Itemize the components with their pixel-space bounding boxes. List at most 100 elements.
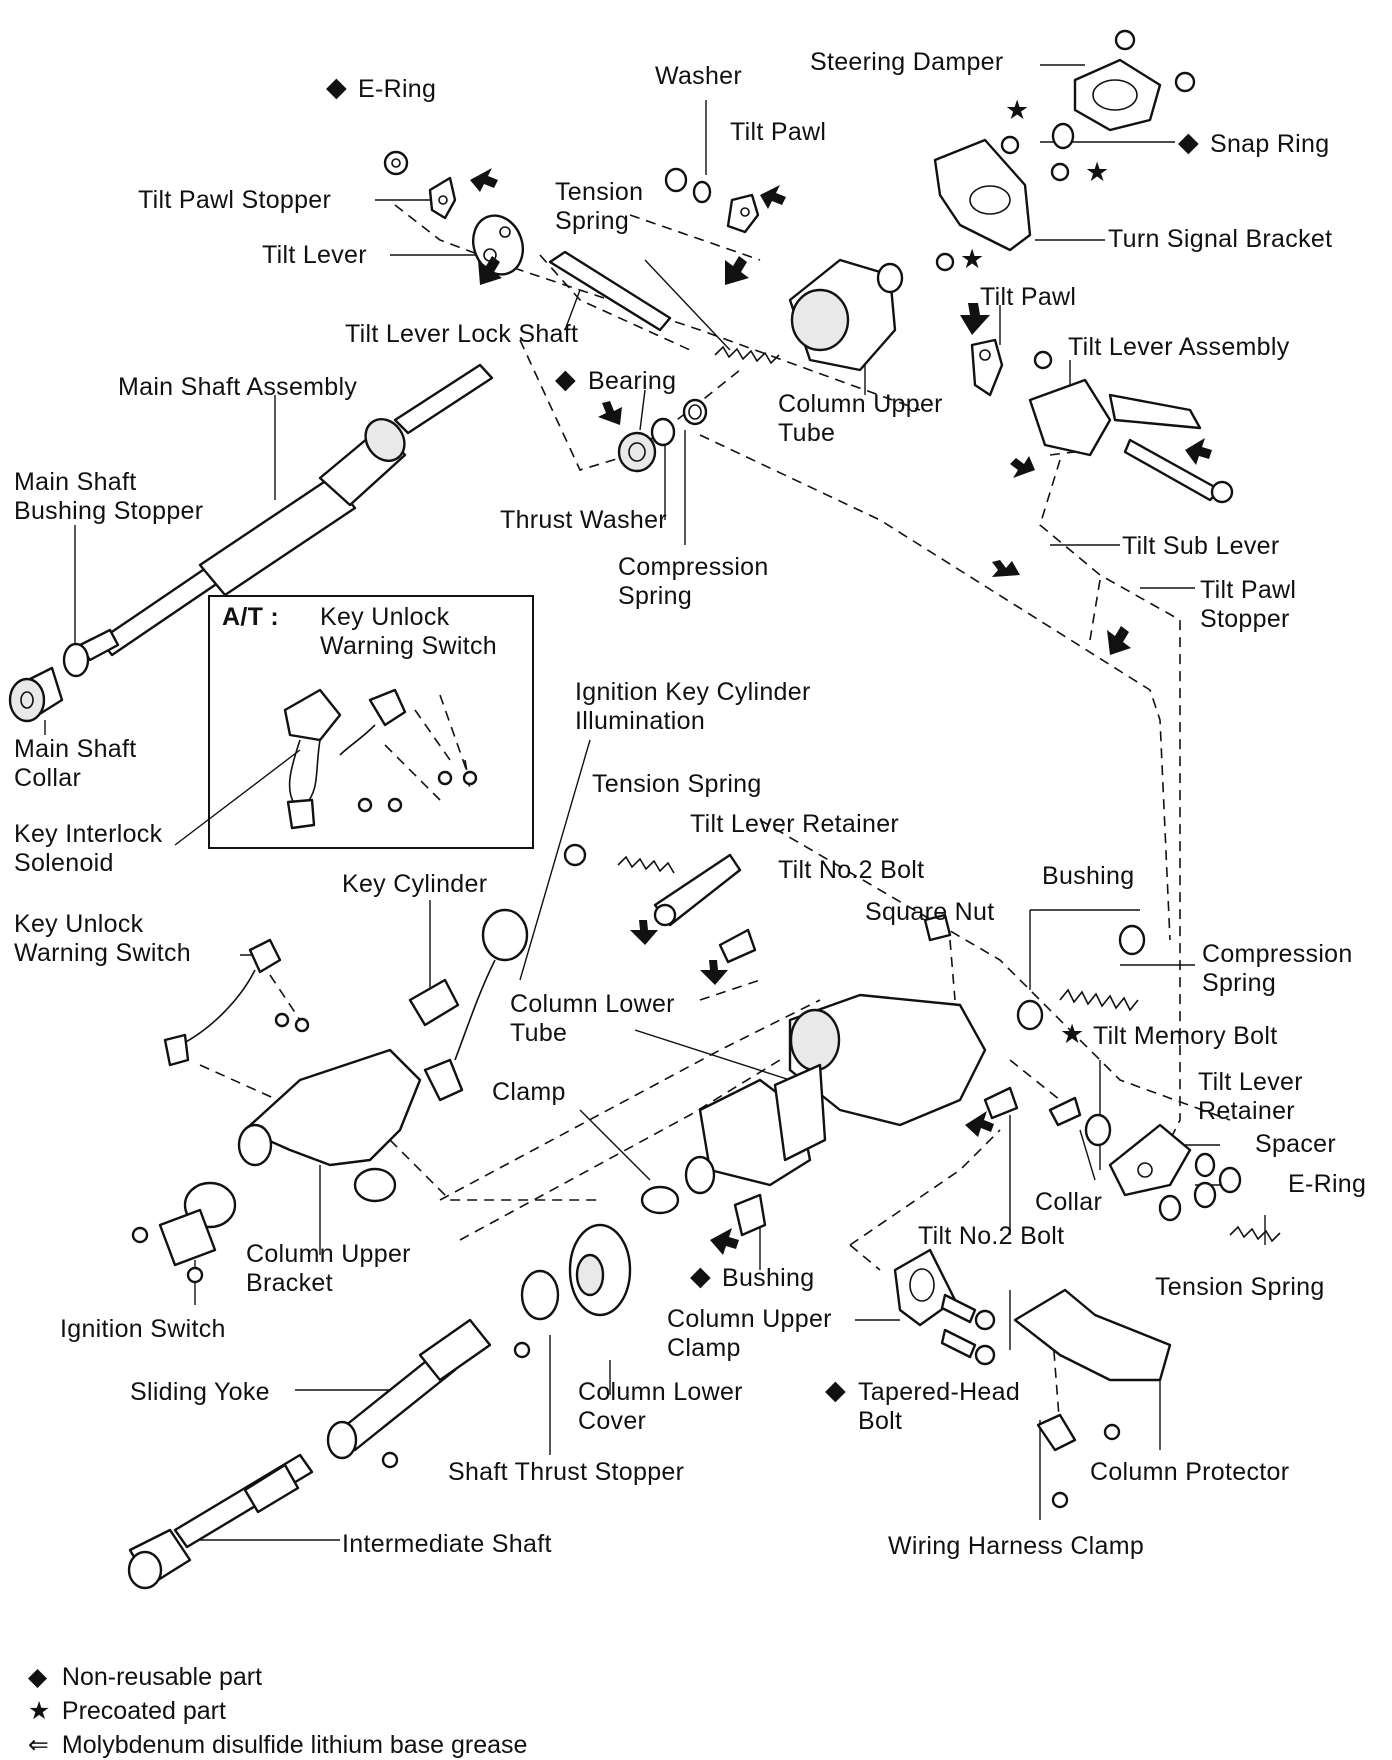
label-tilt-sub-lever: Tilt Sub Lever — [1122, 532, 1280, 560]
label-tilt-lever-retainer-right: Tilt Lever Retainer — [1198, 1068, 1303, 1125]
label-wiring-harness-clamp: Wiring Harness Clamp — [888, 1532, 1145, 1560]
label-main-shaft-bushing-stopper: Main Shaft Bushing Stopper — [14, 468, 204, 525]
bearing-part — [617, 431, 657, 473]
washer-parts — [664, 167, 712, 204]
legend-text: Non-reusable part — [61, 1663, 263, 1691]
tilt-memory-bolt-part — [1048, 1096, 1082, 1127]
tilt-lever-assembly-part — [1028, 350, 1234, 504]
label-tilt-lever-lock-shaft: Tilt Lever Lock Shaft — [345, 320, 579, 348]
column-upper-bracket-part — [237, 1048, 422, 1203]
column-protector-part — [1013, 1288, 1172, 1441]
main-shaft-collar-part — [8, 666, 64, 723]
grease-arrow-icon: ⇐ — [27, 1731, 49, 1759]
label-bushing-right: Bushing — [1042, 862, 1135, 890]
tilt-lever-part — [472, 214, 524, 276]
label-tilt-pawl-right: Tilt Pawl — [980, 283, 1077, 311]
compression-spring-top-part — [682, 398, 708, 426]
bushing-low-part — [733, 1193, 767, 1237]
main-shaft-bushing-stopper-part — [62, 642, 90, 678]
label-tilt-pawl-stopper-left: Tilt Pawl Stopper — [138, 186, 332, 214]
clamp-part — [640, 1185, 680, 1215]
label-column-protector: Column Protector — [1090, 1458, 1290, 1486]
tilt-pawl-stopper-left-part — [428, 176, 457, 220]
e-ring-top-part — [383, 150, 409, 176]
key-unlock-warning-switch-box-part — [339, 688, 478, 813]
label-tilt-no2-bolt-mid: Tilt No.2 Bolt — [778, 856, 925, 884]
label-column-lower-cover: Column Lower Cover — [578, 1378, 743, 1435]
label-tapered-head-bolt: Tapered-Head Bolt — [858, 1378, 1021, 1435]
collar-part — [1084, 1113, 1112, 1147]
non-reusable-icon: ◆ — [690, 1261, 712, 1291]
label-spacer: Spacer — [1255, 1130, 1337, 1158]
label-tension-spring-low: Tension Spring — [1155, 1273, 1325, 1301]
label-main-shaft-assembly: Main Shaft Assembly — [118, 373, 358, 401]
tapered-head-bolt-parts — [940, 1293, 996, 1366]
precoated-icon: ★ — [1060, 1019, 1085, 1049]
ignition-switch-part — [131, 1181, 237, 1284]
label-steering-damper: Steering Damper — [810, 48, 1004, 76]
label-compression-spring-top: Compression Spring — [618, 553, 769, 610]
label-shaft-thrust-stopper: Shaft Thrust Stopper — [448, 1458, 685, 1486]
label-washer: Washer — [655, 62, 743, 90]
legend-text: Precoated part — [61, 1697, 226, 1725]
column-lower-cover-part — [568, 1223, 632, 1317]
label-turn-signal-bracket: Turn Signal Bracket — [1108, 225, 1333, 253]
thrust-washer-part — [650, 417, 676, 447]
non-reusable-icon: ◆ — [555, 364, 577, 394]
tilt-lever-retainer-right-part — [1108, 1123, 1192, 1197]
legend-item-grease: ⇐ Molybdenum disulfide lithium base greas… — [14, 1702, 528, 1760]
label-bearing: Bearing — [588, 367, 677, 395]
label-main-shaft-collar: Main Shaft Collar — [14, 735, 137, 792]
tilt-no2-bolt-mid-part — [718, 928, 757, 964]
label-at-prefix: A/T : — [222, 603, 280, 631]
tilt-lever-lock-shaft-part — [548, 250, 672, 332]
column-lower-tube-part — [684, 993, 987, 1195]
snap-ring-part — [1051, 122, 1075, 150]
label-sliding-yoke: Sliding Yoke — [130, 1378, 270, 1406]
turn-signal-bracket-part — [933, 135, 1070, 252]
tension-spring-top-part — [714, 345, 780, 365]
steering-damper-part — [1073, 29, 1196, 132]
label-intermediate-shaft: Intermediate Shaft — [342, 1530, 552, 1558]
precoated-icon: ★ — [1005, 95, 1030, 125]
legend-item-precoated: ★ Precoated part — [14, 1668, 226, 1726]
label-e-ring-top: E-Ring — [358, 75, 437, 103]
legend-item-non-reusable: ◆ Non-reusable part — [14, 1634, 262, 1692]
label-bushing-low: Bushing — [722, 1264, 815, 1292]
tension-spring-low-part — [1229, 1225, 1281, 1243]
label-column-upper-clamp: Column Upper Clamp — [667, 1305, 832, 1362]
label-thrust-washer: Thrust Washer — [500, 506, 667, 534]
legend-text: Molybdenum disulfide lithium base grease — [61, 1731, 528, 1759]
non-reusable-icon: ◆ — [326, 72, 348, 102]
label-collar: Collar — [1035, 1188, 1103, 1216]
label-clamp: Clamp — [492, 1078, 566, 1106]
main-shaft-assembly-part — [78, 363, 494, 662]
tilt-lever-retainer-mid-part — [563, 843, 742, 927]
label-tilt-pawl-stopper-right: Tilt Pawl Stopper — [1200, 576, 1297, 633]
tilt-no2-bolt-low-part — [983, 1086, 1019, 1120]
label-tension-spring-mid: Tension Spring — [592, 770, 762, 798]
at-inset-box — [208, 595, 534, 849]
bushing-right-parts — [1016, 924, 1146, 1031]
precoated-icon: ★ — [27, 1697, 51, 1725]
label-key-unlock-warning-switch-box: Key Unlock Warning Switch — [320, 603, 497, 660]
label-compression-spring-right: Compression Spring — [1202, 940, 1353, 997]
sliding-yoke-part — [326, 1318, 531, 1469]
grease-arrow-icons — [470, 168, 1212, 1255]
label-snap-ring: Snap Ring — [1210, 130, 1330, 158]
label-e-ring-right: E-Ring — [1288, 1170, 1367, 1198]
wiring-harness-clamp-part — [1036, 1413, 1077, 1509]
tension-spring-mid-part — [617, 855, 675, 874]
label-column-lower-tube: Column Lower Tube — [510, 990, 675, 1047]
label-square-nut: Square Nut — [865, 898, 995, 926]
label-ignition-switch: Ignition Switch — [60, 1315, 226, 1343]
non-reusable-icon: ◆ — [1178, 127, 1200, 157]
label-tilt-memory-bolt: Tilt Memory Bolt — [1093, 1022, 1278, 1050]
tilt-pawl-top-part — [726, 193, 760, 234]
non-reusable-icon: ◆ — [27, 1663, 48, 1691]
shaft-thrust-stopper-part — [520, 1269, 560, 1321]
non-reusable-icon: ◆ — [825, 1375, 847, 1405]
spacer-and-e-ring-parts — [1158, 1152, 1242, 1222]
label-tilt-lever-assembly: Tilt Lever Assembly — [1068, 333, 1290, 361]
